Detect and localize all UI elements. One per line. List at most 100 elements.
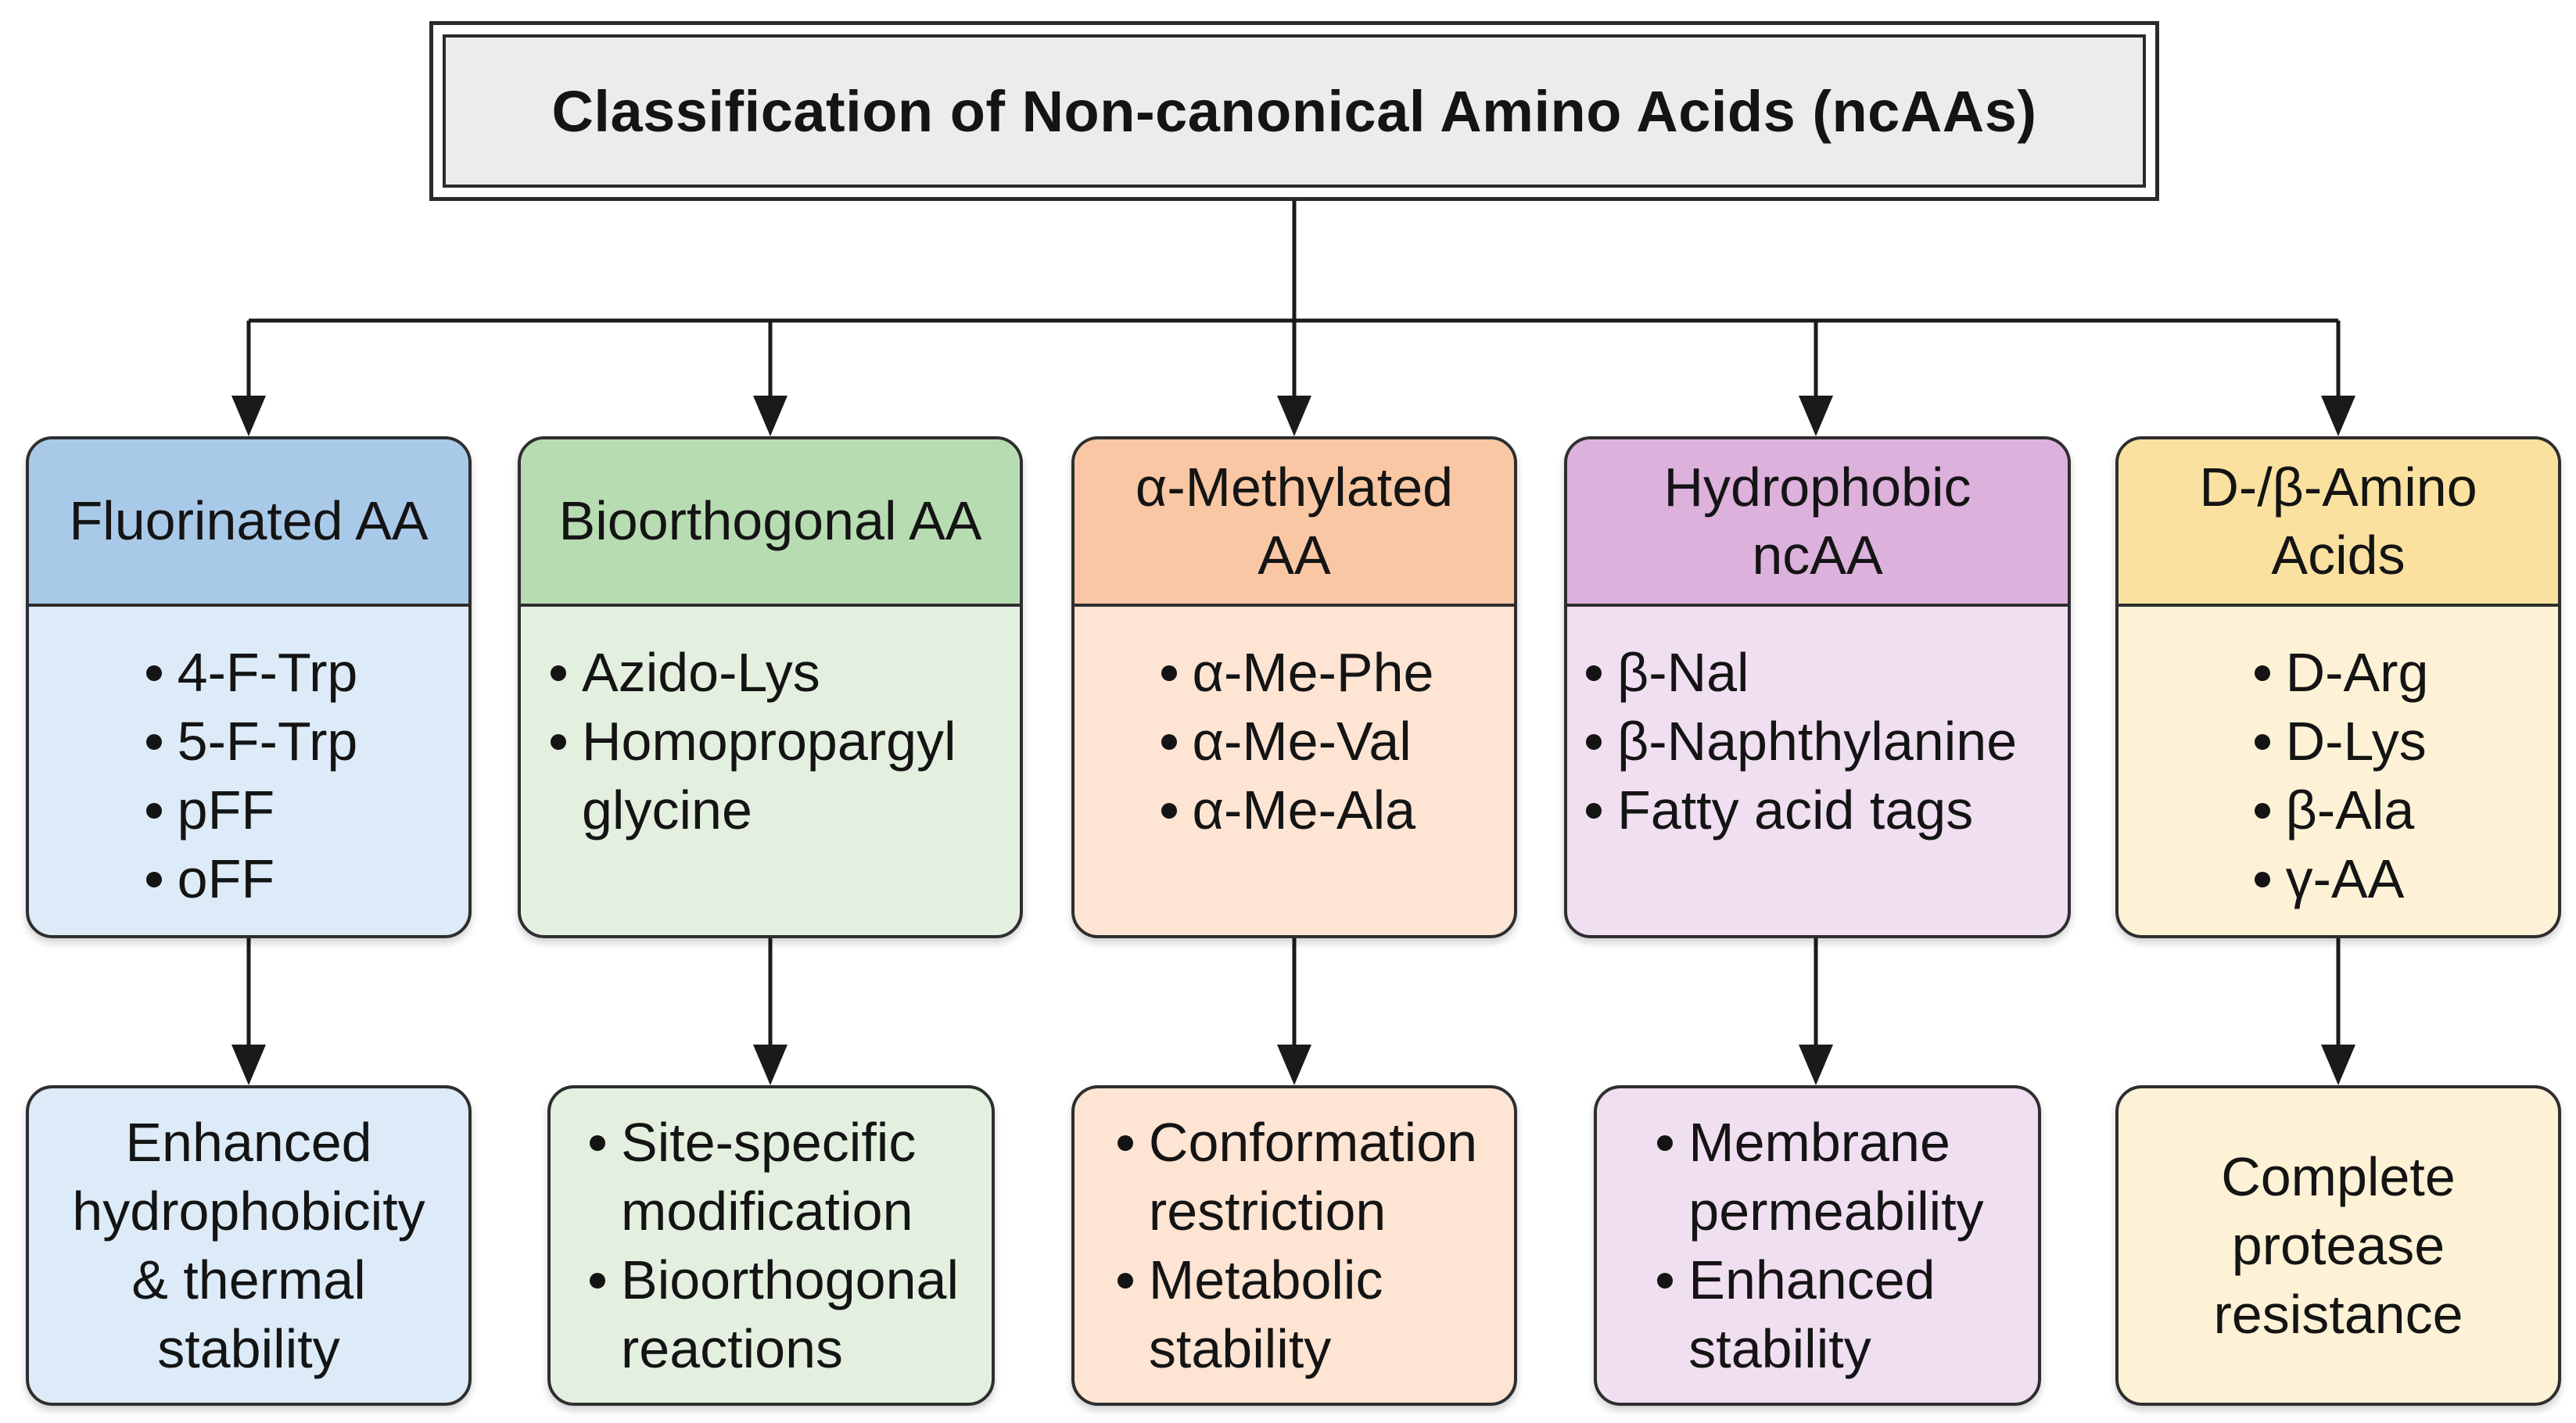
example-item: pFF [140, 776, 358, 844]
outcome-box-bioorthogonal: Site-specific modification Bioorthogonal r… [547, 1085, 995, 1406]
category-card-bioorthogonal: Bioorthogonal AA Azido-Lys Homopropargyl… [518, 436, 1023, 938]
category-body-methylated: α-Me-Phe α-Me-Val α-Me-Ala [1075, 607, 1514, 935]
category-body-hydrophobic: β-Nal β-Naphthylanine Fatty acid tags [1567, 607, 2068, 935]
outcome-line: Complete [2221, 1146, 2456, 1207]
example-item: α-Me-Phe [1155, 638, 1433, 707]
outcome-text: Enhanced hydrophobicity & thermal stabil… [72, 1108, 425, 1383]
example-item: oFF [140, 844, 358, 913]
outcome-line: permeability [1688, 1181, 1984, 1242]
outcome-line: Membrane [1688, 1112, 1950, 1173]
outcome-item: Site-specific modification [583, 1108, 959, 1246]
outcome-list: Membrane permeability Enhanced stability [1651, 1108, 1984, 1383]
example-list: 4-F-Trp 5-F-Trp pFF oFF [140, 638, 358, 913]
example-line: Azido-Lys [582, 642, 820, 703]
outcome-box-fluorinated: Enhanced hydrophobicity & thermal stabil… [26, 1085, 472, 1406]
example-item: β-Nal [1580, 638, 2068, 707]
example-item: α-Me-Ala [1155, 776, 1434, 844]
outcome-list: Conformation restriction Metabolic stabili… [1111, 1108, 1477, 1383]
title-line: α-Methylated [1135, 456, 1454, 518]
example-item: Homopropargyl glycine [544, 707, 1020, 844]
outcome-item: Metabolic stability [1111, 1246, 1477, 1383]
category-card-hydrophobic: Hydrophobic ncAA β-Nal β-Naphthylanine Fa… [1564, 436, 2071, 938]
category-header-hydrophobic: Hydrophobic ncAA [1567, 439, 2068, 607]
outcome-line: Conformation [1148, 1112, 1478, 1173]
arrowhead-damino-outcome [2321, 1045, 2355, 1085]
example-list: D-Arg D-Lys β-Ala γ-AA [2248, 638, 2429, 913]
outcome-item: Bioorthogonal reactions [583, 1246, 959, 1383]
outcome-item: Membrane permeability [1651, 1108, 1984, 1246]
example-item: Azido-Lys [544, 638, 1020, 707]
outcome-box-damino: Complete protease resistance [2115, 1085, 2561, 1406]
category-body-fluorinated: 4-F-Trp 5-F-Trp pFF oFF [29, 607, 468, 935]
arrowhead-damino [2321, 396, 2355, 436]
arrowhead-hydrophobic [1799, 396, 1833, 436]
outcome-line: Enhanced [1688, 1249, 1936, 1310]
outcome-line: protease [2231, 1215, 2445, 1276]
arrowhead-hydrophobic-outcome [1799, 1045, 1833, 1085]
example-item: D-Lys [2248, 707, 2429, 776]
outcome-line: reactions [621, 1318, 844, 1379]
arrowhead-methylated [1277, 396, 1311, 436]
category-title: Fluorinated AA [69, 490, 429, 552]
example-item: α-Me-Val [1155, 707, 1434, 776]
title-box: Classification of Non-canonical Amino Ac… [429, 21, 2159, 201]
category-body-damino: D-Arg D-Lys β-Ala γ-AA [2119, 607, 2558, 935]
example-item: 4-F-Trp [140, 638, 357, 707]
example-line: glycine [582, 780, 752, 841]
example-item: Fatty acid tags [1580, 776, 2068, 844]
example-list: α-Me-Phe α-Me-Val α-Me-Ala [1155, 638, 1434, 844]
outcome-list: Site-specific modification Bioorthogonal r… [583, 1108, 959, 1383]
outcome-line: Enhanced [125, 1112, 372, 1173]
example-list: Azido-Lys Homopropargyl glycine [544, 638, 1020, 844]
outcome-line: stability [1688, 1318, 1871, 1379]
arrowhead-bioorthogonal [753, 396, 788, 436]
outcome-line: resistance [2213, 1284, 2463, 1345]
arrowhead-methylated-outcome [1277, 1045, 1311, 1085]
outcome-line: modification [621, 1181, 913, 1242]
outcome-item: Enhanced stability [1651, 1246, 1983, 1383]
outcome-line: Site-specific [621, 1112, 917, 1173]
outcome-line: Bioorthogonal [621, 1249, 959, 1310]
example-item: 5-F-Trp [140, 707, 357, 776]
title-line: ncAA [1752, 525, 1883, 586]
category-header-fluorinated: Fluorinated AA [29, 439, 468, 607]
diagram-title: Classification of Non-canonical Amino Ac… [551, 78, 2037, 144]
outcome-text: Complete protease resistance [2213, 1142, 2463, 1349]
example-list: β-Nal β-Naphthylanine Fatty acid tags [1580, 638, 2068, 844]
arrowhead-bioorthogonal-outcome [753, 1045, 788, 1085]
arrowhead-fluorinated [231, 396, 266, 436]
arrowhead-fluorinated-outcome [231, 1045, 266, 1085]
outcome-item: Conformation restriction [1111, 1108, 1477, 1246]
example-item: γ-AA [2248, 844, 2429, 913]
category-title: Bioorthogonal AA [558, 490, 982, 552]
category-header-bioorthogonal: Bioorthogonal AA [521, 439, 1020, 607]
title-line: Hydrophobic [1663, 456, 1971, 518]
title-inner: Classification of Non-canonical Amino Ac… [443, 34, 2146, 188]
outcome-line: hydrophobicity [72, 1181, 425, 1242]
category-title: Hydrophobic ncAA [1664, 453, 1971, 590]
example-item: β-Ala [2248, 776, 2429, 844]
title-line: AA [1258, 525, 1331, 586]
outcome-box-hydrophobic: Membrane permeability Enhanced stability [1594, 1085, 2041, 1406]
outcome-line: & thermal [131, 1249, 366, 1310]
example-line: Homopropargyl [582, 711, 956, 772]
outcome-box-methylated: Conformation restriction Metabolic stabili… [1071, 1085, 1517, 1406]
outcome-line: restriction [1148, 1181, 1387, 1242]
title-line: D-/β-Amino [2199, 456, 2477, 518]
arrowheads [231, 321, 2355, 1085]
outcome-line: stability [157, 1318, 340, 1379]
example-item: β-Naphthylanine [1580, 707, 2068, 776]
outcome-line: Metabolic [1148, 1249, 1383, 1310]
title-line: Acids [2271, 525, 2406, 586]
category-body-bioorthogonal: Azido-Lys Homopropargyl glycine [521, 607, 1020, 935]
outcome-line: stability [1148, 1318, 1332, 1379]
example-item: D-Arg [2248, 638, 2428, 707]
